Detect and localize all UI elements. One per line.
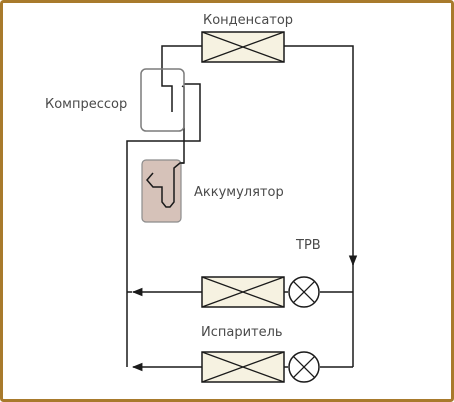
accumulator-label: Аккумулятор	[194, 185, 284, 200]
evaporator-upper-cross-b	[201, 276, 285, 308]
evaporator-lower-cross-b	[201, 351, 285, 383]
piping	[126, 45, 358, 372]
condenser-cross-b	[201, 31, 285, 63]
compressor-label: Компрессор	[45, 97, 127, 112]
compressor-body	[140, 68, 185, 132]
accumulator-inner-tube	[146, 162, 184, 208]
expansion-valve-label: ТРВ	[295, 238, 321, 253]
discharge-line	[161, 45, 202, 112]
evaporator-label: Испаритель	[201, 325, 283, 340]
condenser-label: Конденсатор	[203, 13, 293, 28]
expansion-valve-upper	[288, 276, 320, 308]
suction-return-line	[126, 83, 201, 367]
expansion-valve-upper-cross-b	[292, 280, 316, 304]
expansion-valve-lower-cross-b	[292, 355, 316, 379]
liquid-line	[284, 45, 358, 267]
expansion-valve-lower	[288, 351, 320, 383]
condenser	[201, 31, 285, 63]
evaporator-upper	[201, 276, 285, 308]
evaporator-lower	[201, 351, 285, 383]
